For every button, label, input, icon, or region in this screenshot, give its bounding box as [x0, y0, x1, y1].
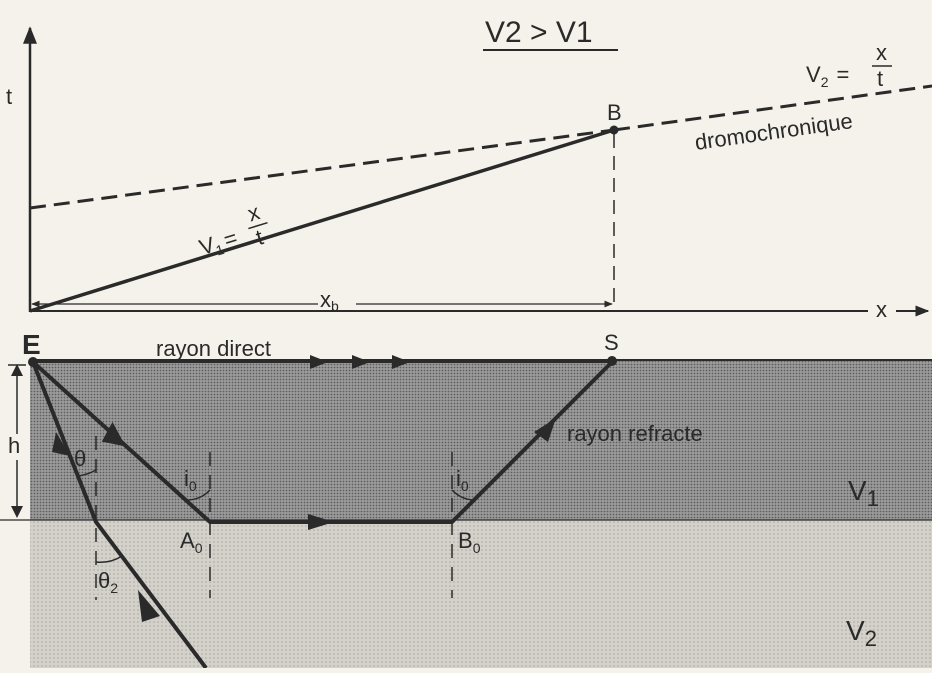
- transmitted-ray-arrow-2: [138, 590, 160, 622]
- layer-1: [30, 360, 932, 520]
- direct-ray-arrow-3: [392, 355, 410, 369]
- angle-arc-theta1: [77, 469, 97, 477]
- point-b-label: B: [607, 100, 622, 125]
- v2-equation: V2= x t: [806, 40, 892, 91]
- crossover-point: [609, 125, 619, 135]
- refracted-ray-arrow-down: [101, 421, 126, 447]
- angle-theta2: θ2: [98, 568, 118, 596]
- direct-ray-arrow-2: [352, 355, 370, 369]
- angle-arc-theta2: [95, 555, 123, 564]
- point-a0-label: A0: [180, 528, 203, 556]
- ray-section: h E S rayon direct rayon refracte i0: [0, 329, 932, 670]
- layer-2-label: V2: [846, 615, 877, 651]
- thickness-arrow-bottom: [11, 506, 23, 518]
- refracted-ray-label: rayon refracte: [567, 421, 703, 446]
- angle-i0-left: i0: [184, 466, 197, 494]
- refracted-wave-extension: [29, 128, 615, 210]
- source-label: E: [22, 329, 41, 360]
- t-axis-label: t: [6, 84, 12, 109]
- angle-arc-a0: [186, 489, 211, 501]
- direct-wave-line: [29, 128, 615, 313]
- transmitted-ray-arrow-1: [52, 432, 70, 456]
- angle-i0-right: i0: [456, 466, 469, 494]
- angle-theta1: θ: [74, 446, 86, 471]
- v2-eq-den: t: [877, 66, 883, 91]
- point-b0-label: B0: [458, 528, 481, 556]
- v1-eq-bar: [248, 221, 268, 230]
- transmitted-ray: [31, 361, 208, 670]
- layer-2: [30, 520, 932, 668]
- receiver-label: S: [604, 330, 619, 355]
- angle-arc-b0: [451, 489, 475, 501]
- v2-eq-num: x: [876, 40, 887, 65]
- layer-1-label: V1: [848, 475, 879, 511]
- thickness-label-bg: [6, 434, 24, 460]
- x-axis-label: x: [876, 297, 887, 322]
- direct-ray-arrow-1: [310, 355, 328, 369]
- v2-eq-v: V2=: [806, 62, 849, 90]
- thickness-label: h: [8, 433, 20, 458]
- diagram-title: V2 > V1: [485, 16, 593, 49]
- xb-label: xb: [320, 287, 339, 314]
- direct-ray-label: rayon direct: [156, 336, 271, 361]
- refracted-ray-arrow-interface: [308, 514, 334, 530]
- v1-equation: V1= x t: [196, 199, 268, 263]
- thickness-arrow-top: [11, 364, 23, 376]
- v1-eq-num: x: [245, 199, 263, 226]
- v1-eq-v: V1=: [196, 225, 241, 263]
- refracted-ray-arrow-up: [534, 418, 556, 442]
- travel-time-graph: V2 > V1 t x B xb V1= x t V2=: [6, 16, 932, 322]
- refracted-wave-line: [613, 84, 932, 132]
